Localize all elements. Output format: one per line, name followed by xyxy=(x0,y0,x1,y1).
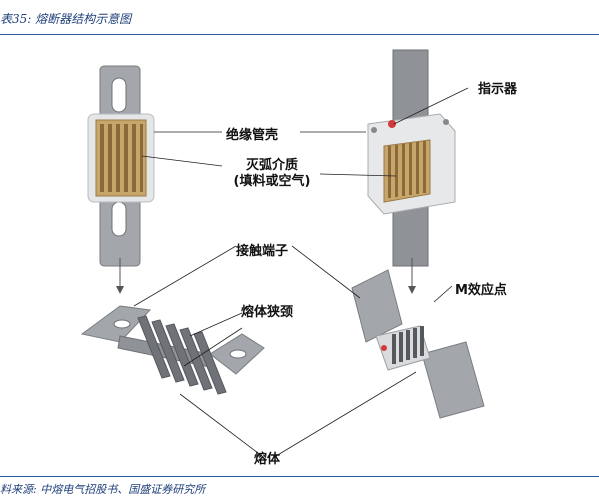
fuse-diagram xyxy=(80,49,485,457)
label-m-effect: M效应点 xyxy=(455,283,507,298)
fuse-element-open xyxy=(80,305,265,395)
label-terminal: 接触端子 xyxy=(236,244,289,259)
fuse-element-m-effect xyxy=(351,269,485,419)
label-arc-medium: 灭弧介质 (填料或空气) xyxy=(222,158,322,190)
filler-block xyxy=(95,119,147,197)
figure-caption: 表35: 熔断器结构示意图 xyxy=(0,12,132,26)
label-insulating-tube: 绝缘管壳 xyxy=(226,128,279,143)
label-arc-medium-line2: (填料或空气) xyxy=(233,174,311,189)
callout-lines xyxy=(133,87,469,457)
bottom-rule xyxy=(0,476,599,477)
top-rule xyxy=(0,34,599,35)
label-arc-medium-line1: 灭弧介质 xyxy=(245,158,298,173)
mount-hole-top xyxy=(111,77,127,113)
label-melt: 熔体 xyxy=(254,452,281,467)
fuse-indicator-view xyxy=(367,49,456,267)
mount-hole-bottom xyxy=(111,201,127,237)
label-indicator: 指示器 xyxy=(478,82,518,97)
fuse-closed-view xyxy=(87,65,155,267)
source-note: 料来源: 中熔电气招股书、国盛证券研究所 xyxy=(0,483,206,496)
label-neck: 熔体狭颈 xyxy=(241,305,294,320)
indicator-dot xyxy=(388,120,396,128)
